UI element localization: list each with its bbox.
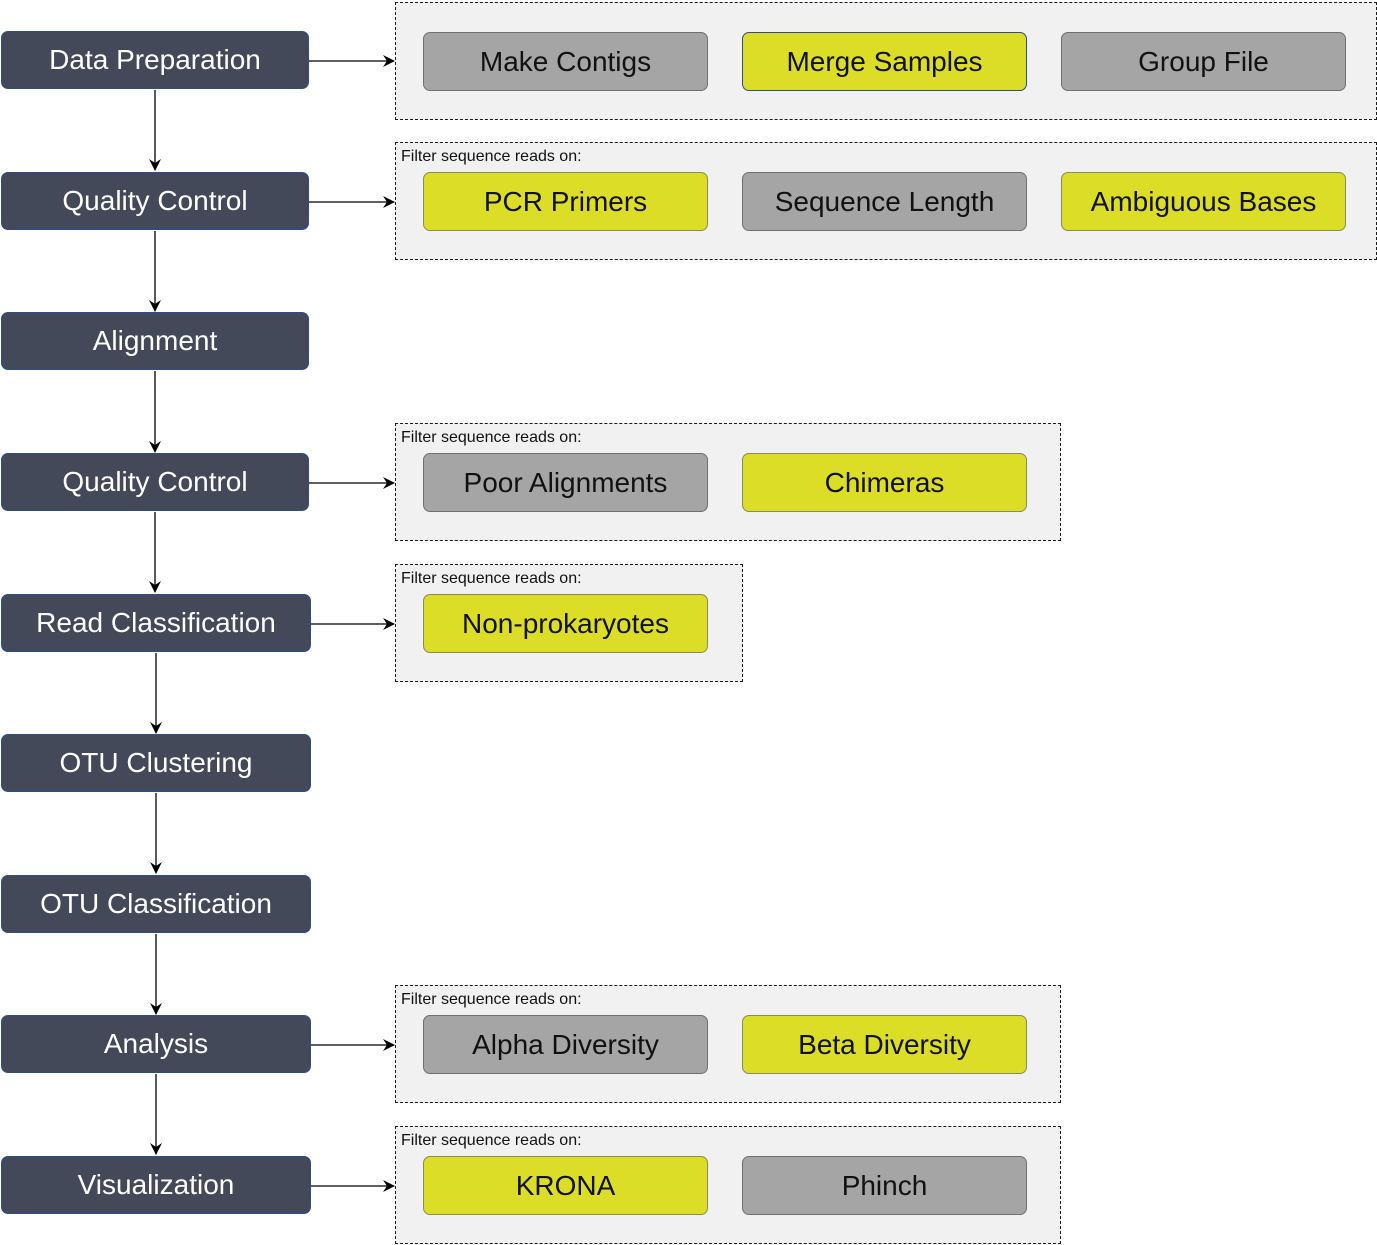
group-analysis: Filter sequence reads on: Alpha Diversit… [395,985,1061,1103]
group-quality-control: Filter sequence reads on: PCR Primers Se… [395,142,1377,260]
step-quality-control: Quality Control [1,172,309,230]
chip-phinch: Phinch [742,1156,1027,1215]
chip-alpha-diversity: Alpha Diversity [423,1015,708,1074]
step-otu-classification: OTU Classification [1,875,311,933]
chip-poor-alignments: Poor Alignments [423,453,708,512]
chip-ambiguous-bases: Ambiguous Bases [1061,172,1346,231]
step-data-preparation: Data Preparation [1,31,309,89]
group-caption: Filter sequence reads on: [401,570,582,587]
group-caption: Filter sequence reads on: [401,1132,582,1149]
step-quality-control-2: Quality Control [1,453,309,511]
chip-make-contigs: Make Contigs [423,32,708,91]
step-read-classification: Read Classification [1,594,311,652]
chip-beta-diversity: Beta Diversity [742,1015,1027,1074]
step-otu-clustering: OTU Clustering [1,734,311,792]
chip-merge-samples: Merge Samples [742,32,1027,91]
group-data-preparation: Make Contigs Merge Samples Group File [395,2,1377,120]
group-read-classification: Filter sequence reads on: Non-prokaryote… [395,564,743,682]
chip-sequence-length: Sequence Length [742,172,1027,231]
group-visualization: Filter sequence reads on: KRONA Phinch [395,1126,1061,1244]
chip-group-file: Group File [1061,32,1346,91]
chip-non-prokaryotes: Non-prokaryotes [423,594,708,653]
chip-chimeras: Chimeras [742,453,1027,512]
group-caption: Filter sequence reads on: [401,429,582,446]
group-quality-control-2: Filter sequence reads on: Poor Alignment… [395,423,1061,541]
chip-pcr-primers: PCR Primers [423,172,708,231]
group-caption: Filter sequence reads on: [401,991,582,1008]
group-caption: Filter sequence reads on: [401,148,582,165]
step-visualization: Visualization [1,1156,311,1214]
step-analysis: Analysis [1,1015,311,1073]
step-alignment: Alignment [1,312,309,370]
chip-krona: KRONA [423,1156,708,1215]
